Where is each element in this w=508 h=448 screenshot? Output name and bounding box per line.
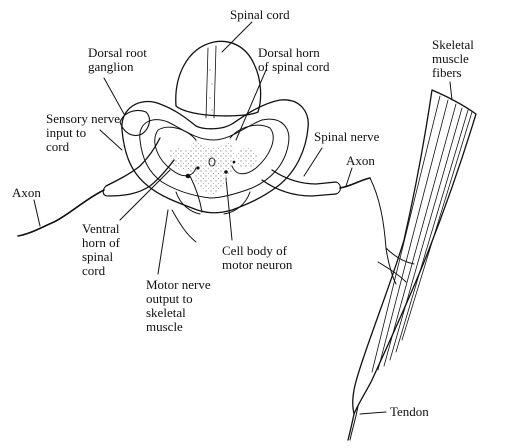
- spinal-cord-line: [214, 46, 216, 118]
- leader-motor-nerve: [158, 210, 168, 274]
- motor-end-plate: [386, 248, 414, 264]
- leader-dorsal-horn: [236, 70, 266, 140]
- leader-spinal-cord: [222, 22, 252, 52]
- label-spinal-cord: Spinal cord: [230, 8, 290, 22]
- label-axon-left: Axon: [12, 186, 41, 200]
- leader-cell-body: [226, 178, 232, 240]
- label-sensory-nerve-input: Sensory nerve input to cord: [46, 112, 120, 154]
- gray-matter: [170, 140, 258, 194]
- spinal-nerve-upper: [272, 170, 336, 184]
- leader-dorsal-root-ganglion: [104, 78, 124, 114]
- leader-tendon: [360, 412, 386, 414]
- leader-axon-right: [346, 168, 352, 186]
- spinal-cord-shape: [176, 41, 261, 116]
- label-skeletal-muscle-fibers: Skeletal muscle fibers: [432, 38, 474, 80]
- spinal-cord-stipple: [209, 69, 212, 110]
- right-axon: [340, 178, 370, 188]
- label-ventral-horn: Ventral horn of spinal cord: [82, 222, 120, 278]
- label-dorsal-root-ganglion: Dorsal root ganglion: [88, 46, 147, 74]
- spinal-cord-line: [206, 48, 208, 118]
- leader-spinal-nerve: [304, 148, 322, 176]
- label-cell-body: Cell body of motor neuron: [222, 244, 292, 272]
- label-spinal-nerve: Spinal nerve: [314, 130, 379, 144]
- label-tendon: Tendon: [390, 405, 429, 419]
- leader-axon-left: [34, 200, 40, 226]
- left-nerve-sheath: [103, 186, 108, 196]
- label-dorsal-horn: Dorsal horn of spinal cord: [258, 46, 329, 74]
- label-motor-nerve-output: Motor nerve output to skeletal muscle: [146, 278, 211, 334]
- leader-skeletal-muscle: [450, 82, 452, 100]
- label-axon-right: Axon: [346, 154, 375, 168]
- ventral-root: [172, 210, 196, 242]
